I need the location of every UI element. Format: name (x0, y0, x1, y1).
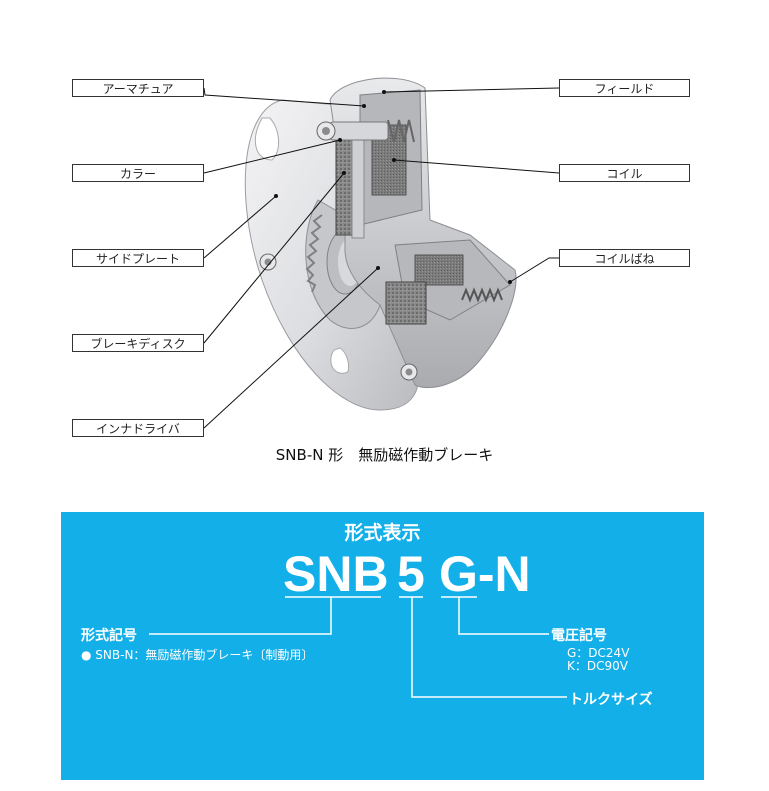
voltage-option-g: G：DC24V (567, 646, 630, 660)
type-code-label: 形式記号 (81, 628, 137, 644)
voltage-code-label: 電圧記号 (551, 628, 607, 644)
label-field: フィールド (559, 79, 690, 97)
label-collar: カラー (72, 164, 204, 182)
collar-bolt-shape (316, 119, 415, 143)
model-display-panel: 形式表示 SNB 5 G-N 形式記号 ● SNB-N：無励磁作動ブレーキ〔制動… (61, 512, 704, 780)
coil-spring-shape (461, 287, 503, 303)
model-code-connectors (149, 596, 567, 698)
model-series-code: SNB (283, 546, 389, 602)
label-coil-spring: コイルばね (559, 249, 690, 267)
model-size-code: 5 (397, 546, 425, 602)
brake-cutaway-illustration (203, 77, 560, 429)
armature-shape (335, 137, 427, 325)
torque-size-label: トルクサイズ (569, 692, 653, 708)
figure-caption: SNB-N 形 無励磁作動ブレーキ (275, 446, 494, 464)
label-inner-driver: インナドライバ (72, 419, 204, 437)
type-code-description: ● SNB-N：無励磁作動ブレーキ〔制動用〕 (81, 648, 314, 662)
label-side-plate: サイドプレート (72, 249, 204, 267)
model-display-title: 形式表示 (344, 522, 421, 544)
label-armature: アーマチュア (72, 79, 204, 97)
leader-lines (203, 87, 560, 429)
label-coil: コイル (559, 164, 690, 182)
model-suffix-code: G-N (439, 546, 531, 602)
voltage-option-k: K：DC90V (567, 659, 628, 673)
leader-dots (274, 90, 512, 284)
mounting-screws (259, 253, 418, 381)
label-brake-disc: ブレーキディスク (72, 334, 204, 352)
